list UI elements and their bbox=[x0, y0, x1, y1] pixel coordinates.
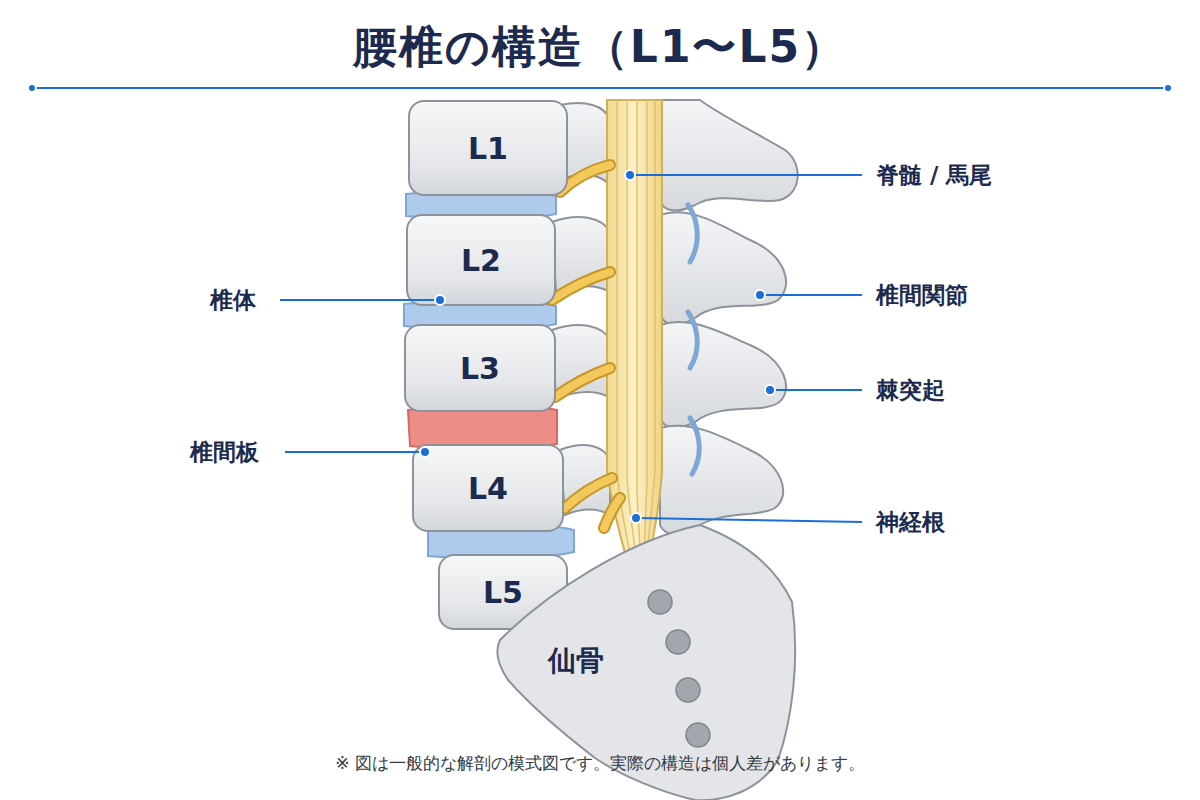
bone-label: 仙骨 bbox=[548, 642, 604, 680]
part-label: 棘突起 bbox=[876, 376, 945, 404]
leader-dot bbox=[420, 447, 430, 457]
part-label: 脊髄 / 馬尾 bbox=[876, 161, 992, 189]
facet-joint bbox=[688, 205, 699, 474]
leader-dot bbox=[631, 513, 641, 523]
part-label: 椎体 bbox=[210, 286, 256, 314]
sacral-foramen bbox=[676, 678, 700, 702]
leader-line bbox=[760, 294, 862, 296]
vertebral-body: L1 bbox=[408, 100, 568, 196]
leader-dot bbox=[625, 170, 635, 180]
rule-dot bbox=[1164, 84, 1172, 92]
vertebral-body: L3 bbox=[404, 324, 556, 412]
leader-line bbox=[636, 518, 862, 522]
leader-line bbox=[285, 451, 425, 453]
part-label: 椎間板 bbox=[190, 438, 259, 466]
sacral-foramen bbox=[648, 590, 672, 614]
leader-line bbox=[280, 299, 440, 301]
part-label: 神経根 bbox=[876, 508, 945, 536]
vertebra-label: L3 bbox=[460, 351, 500, 386]
vertebra-label: L1 bbox=[468, 131, 508, 166]
leader-line bbox=[630, 174, 862, 176]
sacral-foramen bbox=[666, 630, 690, 654]
vertebral-body: L2 bbox=[406, 214, 556, 306]
intervertebral-disc bbox=[404, 190, 574, 559]
vertebra-label: L4 bbox=[468, 471, 508, 506]
leader-line bbox=[770, 389, 862, 391]
title-rule bbox=[32, 87, 1168, 89]
sacral-foramen bbox=[686, 723, 710, 747]
vertebral-body: L4 bbox=[412, 444, 564, 532]
leader-dot bbox=[435, 295, 445, 305]
part-label: 椎間関節 bbox=[876, 281, 968, 309]
leader-dot bbox=[755, 290, 765, 300]
vertebra-label: L5 bbox=[483, 575, 523, 610]
leader-dot bbox=[765, 385, 775, 395]
vertebra-label: L2 bbox=[461, 243, 501, 278]
posterior-arch bbox=[660, 100, 798, 534]
rule-dot bbox=[28, 84, 36, 92]
diagram-caption: ※ 図は一般的な解剖の模式図です。実際の構造は個人差があります。 bbox=[0, 752, 1200, 775]
diagram-title: 腰椎の構造（L1〜L5） bbox=[0, 18, 1200, 77]
